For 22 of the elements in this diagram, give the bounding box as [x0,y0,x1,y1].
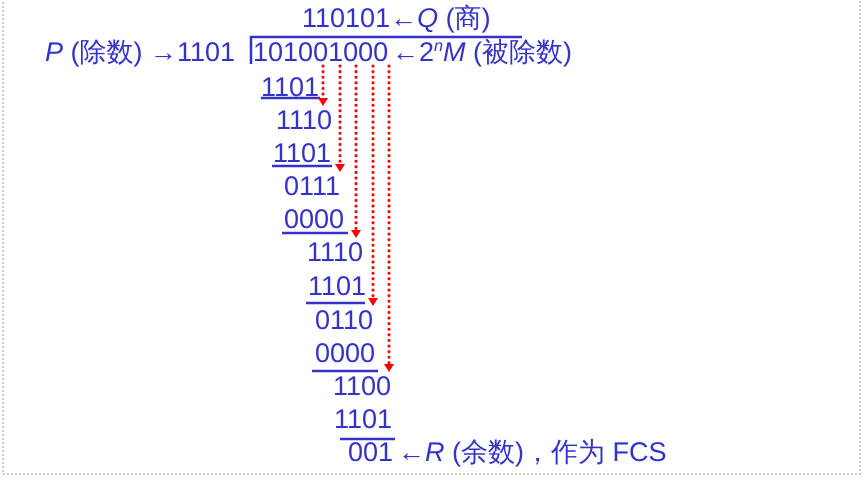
dotted-arrow [384,64,394,372]
dividend-label: ←2$^{n}$M (被除数) [392,36,572,68]
remainder-number: 0000 [315,337,376,369]
dotted-arrow [368,64,378,306]
remainder-number: 0111 [284,170,340,202]
remainder-number: 1101 [308,270,366,302]
dotted-arrow [351,64,361,238]
remainder-number: 1110 [307,236,364,268]
remainder-number: 001 [348,436,394,468]
remainder-number: 1101 [334,403,392,435]
divisor-label: P (除数) →1101 [45,36,236,68]
remainder-number: 0110 [315,304,374,336]
dotted-arrow [318,64,328,106]
remainder-number: 1110 [276,104,332,136]
remainder-label: ←R (余数)，作为 FCS [398,436,666,468]
remainder-number: 1101 [273,137,332,169]
remainder-number: 0000 [284,203,344,235]
remainder-number: 1101 [261,71,320,103]
dividend-number: 101001000 [253,36,388,68]
quotient-label: 110101←Q (商) [302,2,491,34]
remainder-number: 1100 [333,370,392,402]
dotted-arrow [335,64,345,172]
